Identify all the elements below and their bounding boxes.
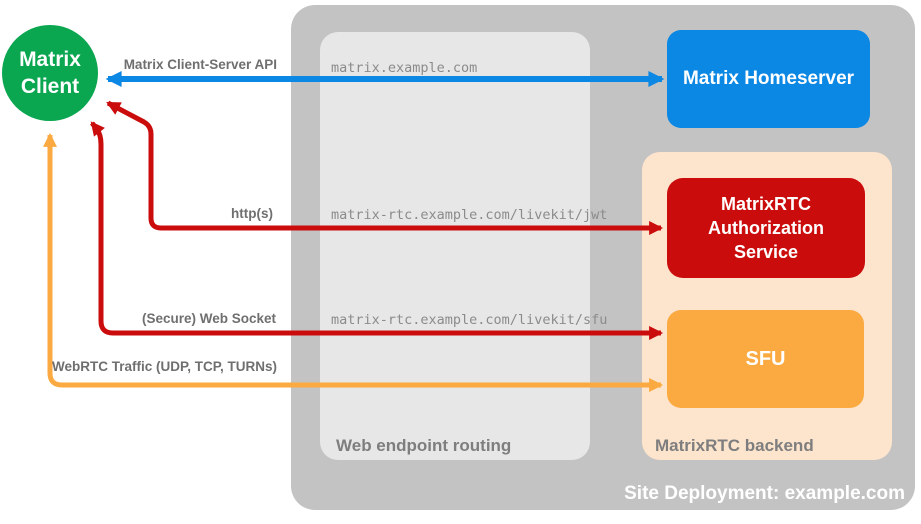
sfu-label: SFU	[745, 347, 786, 370]
matrixrtc-authorization-service-label: MatrixRTC Authorization Service	[708, 193, 824, 263]
webrtc-traffic-arrow-label: WebRTC Traffic (UDP, TCP, TURNs)	[51, 359, 277, 374]
matrix-client-label-line2: Client	[20, 75, 80, 98]
https-arrow-label: http(s)	[231, 206, 273, 221]
sfu-node: SFU	[667, 310, 864, 408]
matrixrtc-backend-title: MatrixRTC backend	[655, 436, 814, 455]
matrix-client-label-line1: Matrix	[19, 47, 81, 71]
matrix-client-node: Matrix Client	[2, 25, 98, 121]
client-server-api-arrow-label: Matrix Client-Server API	[123, 57, 277, 72]
matrixrtc-authorization-service-node: MatrixRTC Authorization Service	[667, 178, 865, 278]
endpoint-livekit-sfu: matrix-rtc.example.com/livekit/sfu	[331, 312, 608, 328]
secure-web-socket-arrow-label: (Secure) Web Socket	[141, 311, 276, 326]
site-deployment-title: Site Deployment: example.com	[624, 483, 905, 504]
matrix-homeserver-node: Matrix Homeserver	[667, 30, 870, 128]
webrtc-traffic-arrow	[43, 132, 664, 392]
web-endpoint-routing-title: Web endpoint routing	[336, 436, 512, 455]
endpoint-livekit-jwt: matrix-rtc.example.com/livekit/jwt	[331, 207, 608, 223]
matrix-homeserver-label: Matrix Homeserver	[682, 68, 855, 89]
endpoint-matrix-example-com: matrix.example.com	[331, 60, 478, 76]
